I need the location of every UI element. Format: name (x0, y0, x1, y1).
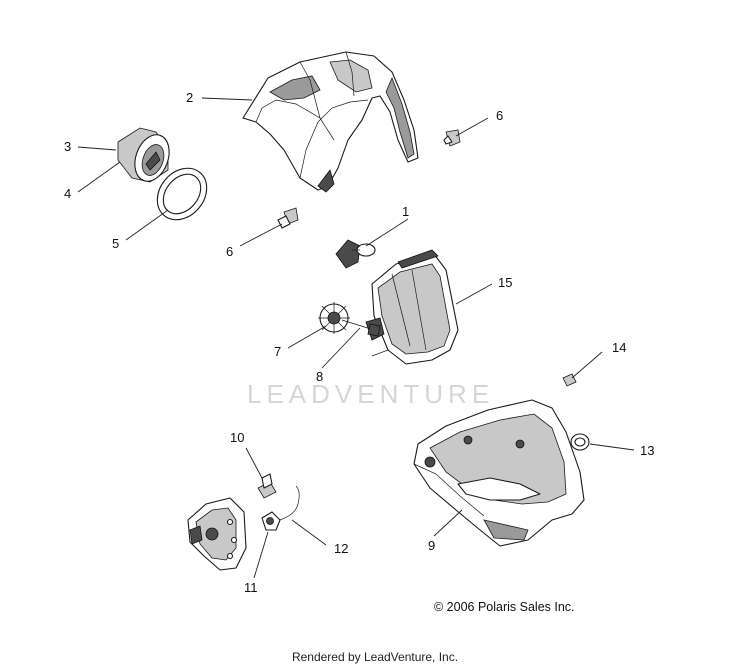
callouts: 1 2 3 4 5 6 6 7 8 9 10 11 12 13 14 15 (64, 90, 654, 595)
part-6-bolt-left[interactable] (277, 207, 299, 229)
part-15-headlight[interactable] (365, 249, 459, 365)
part-9-lower-pod[interactable] (413, 399, 585, 547)
part-6-bolt-upper[interactable] (443, 129, 461, 147)
part-1-bulb[interactable] (335, 239, 376, 269)
part-7-adjuster-knob[interactable] (318, 302, 350, 334)
callout-7: 7 (274, 344, 281, 359)
callout-11: 11 (244, 580, 258, 595)
callout-3: 3 (64, 139, 71, 154)
callout-1: 1 (402, 204, 409, 219)
callout-8: 8 (316, 369, 323, 384)
callout-13: 13 (640, 443, 654, 458)
callout-6-upper: 6 (496, 108, 503, 123)
rendered-by-footer: Rendered by LeadVenture, Inc. (291, 650, 459, 664)
part-5-ring[interactable] (147, 158, 217, 229)
part-2-hood[interactable] (242, 51, 419, 193)
callout-5: 5 (112, 236, 119, 251)
callout-10: 10 (230, 430, 244, 445)
callout-15: 15 (498, 275, 512, 290)
part-10-bolt[interactable] (257, 473, 277, 499)
mount-bracket (187, 497, 247, 571)
copyright-notice: © 2006 Polaris Sales Inc. (434, 600, 575, 614)
part-3-4-boot[interactable] (117, 127, 175, 186)
callout-12: 12 (334, 541, 348, 556)
part-11-12-sensor[interactable] (261, 485, 300, 531)
callout-6-left: 6 (226, 244, 233, 259)
callout-2: 2 (186, 90, 193, 105)
callout-9: 9 (428, 538, 435, 553)
callout-4: 4 (64, 186, 71, 201)
part-8-adjuster-screw[interactable] (341, 319, 381, 337)
callout-14: 14 (612, 340, 626, 355)
svg-text:LEADVENTURE: LEADVENTURE (247, 379, 494, 409)
watermark: LEADVENTURE (247, 268, 494, 409)
part-13-grommet[interactable] (570, 433, 590, 451)
